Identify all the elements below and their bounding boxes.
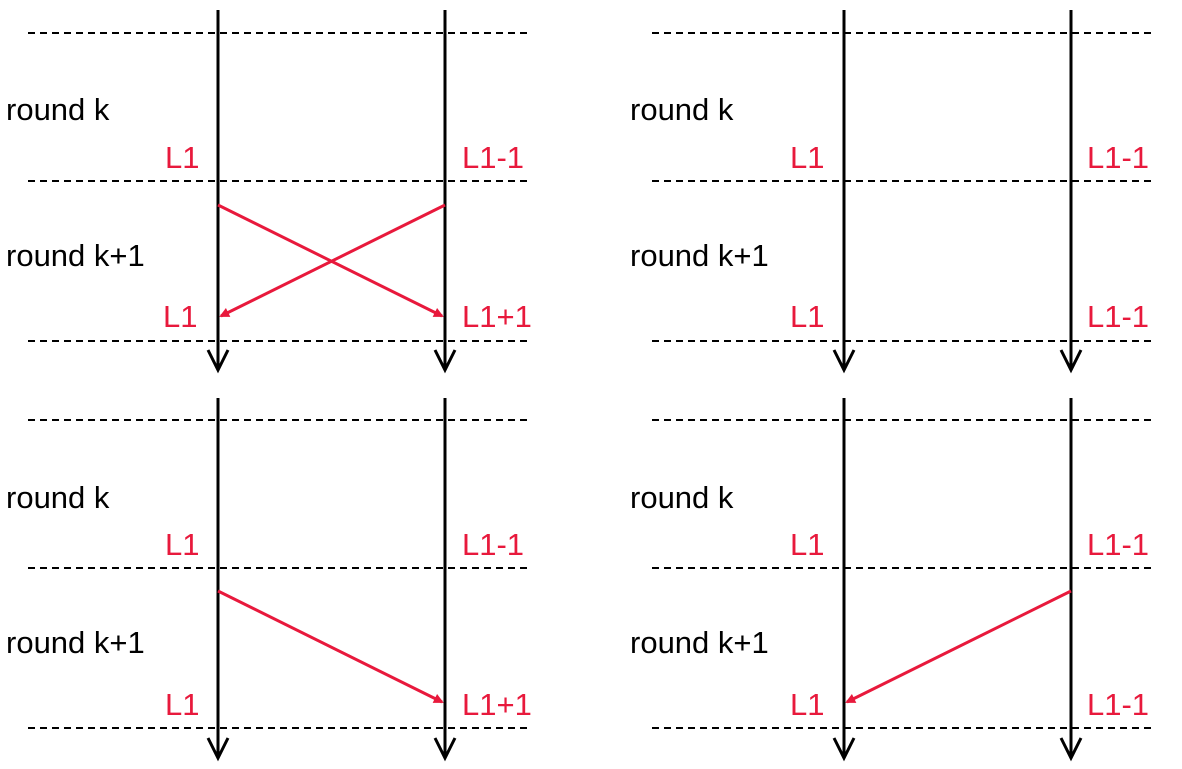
- round-label-k: round k: [630, 92, 734, 127]
- panel-4: round k round k+1 L1 L1-1 L1 L1-1: [630, 398, 1152, 762]
- message-arrow-right-to-left: [219, 203, 446, 318]
- round-label-k-plus-1: round k+1: [6, 238, 145, 273]
- right-value-round-k-plus-1: L1+1: [462, 299, 532, 334]
- left-value-round-k-plus-1: L1: [790, 687, 824, 722]
- timeline-arrowhead-left: [206, 349, 230, 374]
- right-value-round-k-plus-1: L1-1: [1087, 687, 1149, 722]
- round-label-k-plus-1: round k+1: [6, 625, 145, 660]
- left-value-round-k: L1: [165, 140, 199, 175]
- timeline-arrowhead-right: [1059, 737, 1083, 762]
- timeline-arrowhead-right: [433, 737, 457, 762]
- left-value-round-k-plus-1: L1: [790, 299, 824, 334]
- left-value-round-k-plus-1: L1: [163, 299, 197, 334]
- timeline-arrowhead-left: [832, 737, 856, 762]
- message-arrow-right-to-left: [845, 589, 1072, 704]
- round-label-k: round k: [6, 92, 110, 127]
- message-arrow-left-to-right: [217, 589, 444, 704]
- timeline-arrowhead-left: [832, 349, 856, 374]
- right-value-round-k: L1-1: [1087, 140, 1149, 175]
- round-label-k-plus-1: round k+1: [630, 238, 769, 273]
- round-label-k: round k: [630, 480, 734, 515]
- panel-1: round k round k+1 L1 L1-1 L1 L1+1: [6, 10, 532, 374]
- round-label-k: round k: [6, 480, 110, 515]
- right-value-round-k-plus-1: L1-1: [1087, 299, 1149, 334]
- left-value-round-k: L1: [790, 140, 824, 175]
- right-value-round-k-plus-1: L1+1: [462, 687, 532, 722]
- right-value-round-k: L1-1: [462, 527, 524, 562]
- left-value-round-k-plus-1: L1: [165, 687, 199, 722]
- left-value-round-k: L1: [790, 527, 824, 562]
- panel-3: round k round k+1 L1 L1-1 L1 L1+1: [6, 398, 532, 762]
- panel-2: round k round k+1 L1 L1-1 L1 L1-1: [630, 10, 1152, 374]
- right-value-round-k: L1-1: [1087, 527, 1149, 562]
- right-value-round-k: L1-1: [462, 140, 524, 175]
- left-value-round-k: L1: [165, 527, 199, 562]
- timeline-arrowhead-left: [206, 737, 230, 762]
- timeline-arrowhead-right: [1059, 349, 1083, 374]
- timeline-arrowhead-right: [433, 349, 457, 374]
- round-label-k-plus-1: round k+1: [630, 625, 769, 660]
